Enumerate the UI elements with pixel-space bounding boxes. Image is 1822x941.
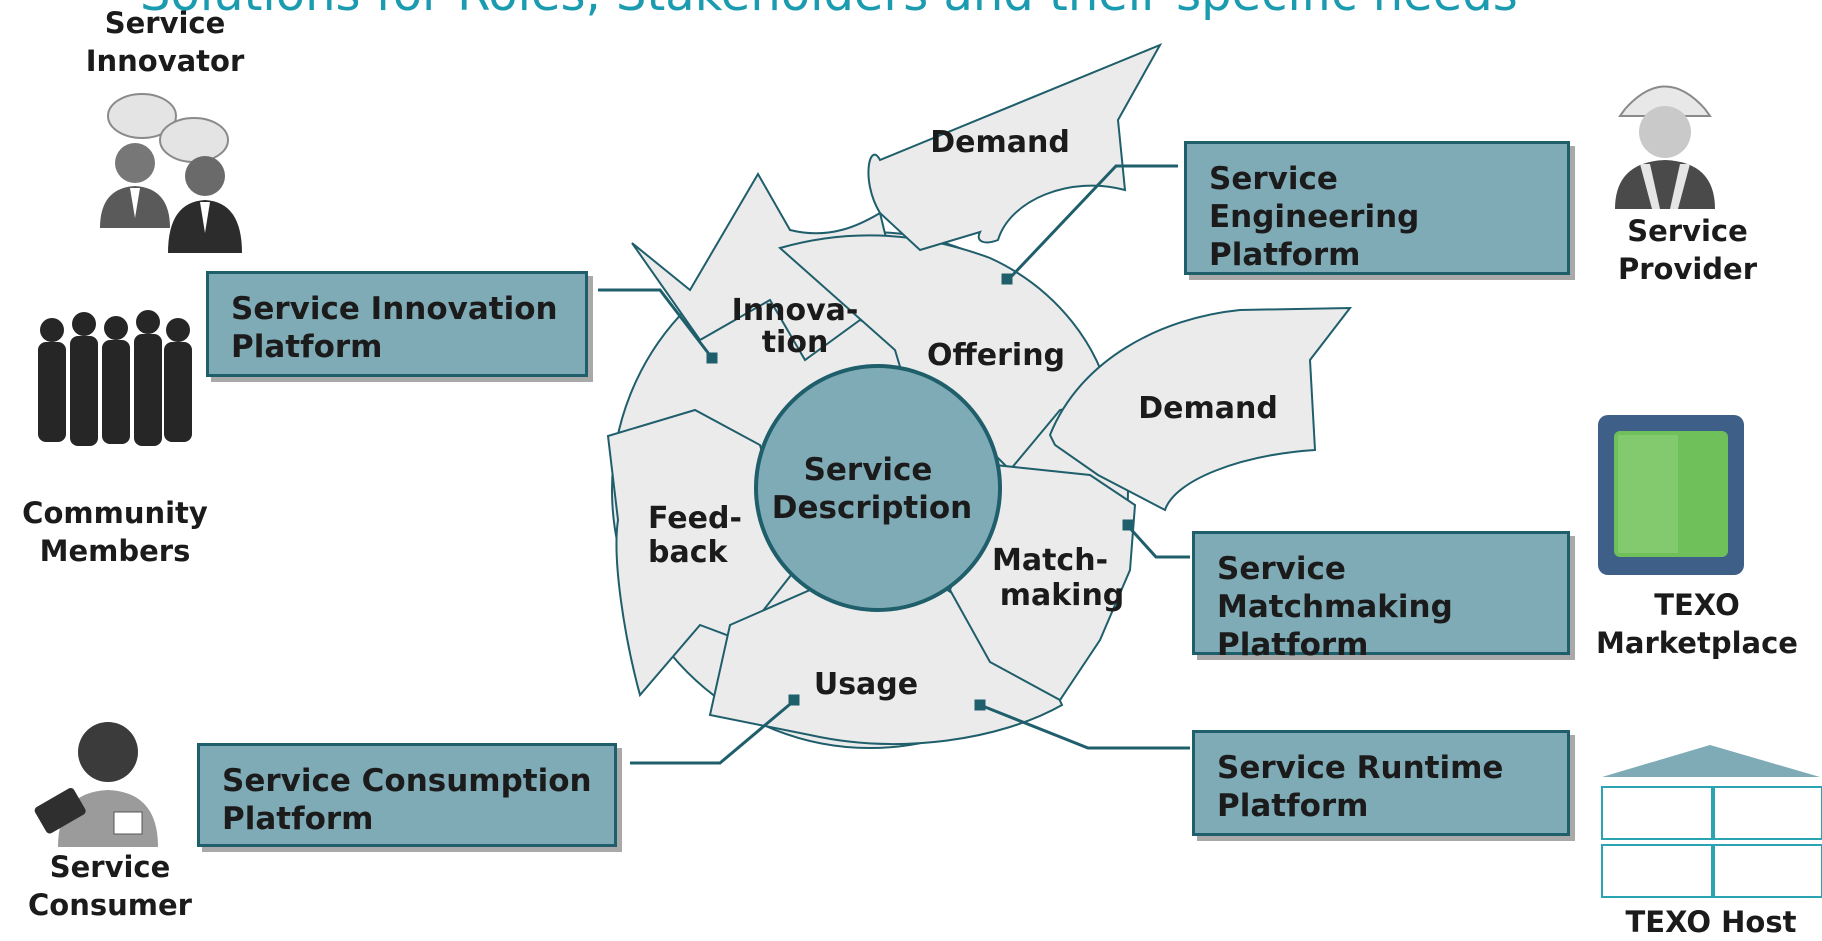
connector-engineering — [1006, 164, 1178, 282]
role-service-provider: Service Provider — [1617, 214, 1758, 286]
role-service-consumer: Service Consumer — [28, 850, 192, 922]
demand-top-label: Demand — [930, 125, 1070, 160]
role-texo-host: TEXO Host — [1625, 905, 1797, 939]
service-consumption-platform-box[interactable]: Service Consumption Platform — [197, 743, 617, 847]
connector-runtime — [979, 703, 1190, 750]
feedback-label-line2: back — [648, 535, 729, 570]
worker-hardhat-icon — [1615, 85, 1715, 209]
service-matchmaking-platform-box[interactable]: Service Matchmaking Platform — [1192, 531, 1570, 663]
page-title: Solutions for Roles, Stakeholders and th… — [140, 0, 1518, 22]
demand-right-label: Demand — [1138, 391, 1278, 426]
service-description-circle — [754, 364, 1002, 612]
role-service-innovator: Service Innovator — [85, 6, 245, 78]
connector-consumption — [630, 698, 796, 765]
connector-matchmaking — [1126, 524, 1190, 559]
two-businessmen-speech-bubbles-icon — [100, 93, 242, 253]
service-runtime-platform-box[interactable]: Service Runtime Platform — [1192, 730, 1570, 836]
center-label-line2: Description — [772, 490, 973, 526]
feedback-label-line1: Feed- — [648, 501, 742, 536]
center-label-line1: Service — [804, 452, 933, 488]
green-button-icon — [1598, 415, 1744, 575]
offering-label: Offering — [927, 338, 1065, 373]
connector-consumption-dot — [788, 694, 800, 706]
connector-innovation — [598, 288, 714, 359]
usage-label: Usage — [814, 667, 918, 702]
connector-engineering-dot — [1001, 273, 1013, 285]
role-texo-marketplace: TEXO Marketplace — [1596, 588, 1798, 660]
connector-runtime-dot — [974, 699, 986, 711]
role-community-members: Community Members — [22, 496, 208, 568]
connector-lines — [598, 164, 1190, 765]
innovation-label-line1: Innova- — [732, 293, 859, 328]
matchmaking-label-line2: making — [1000, 578, 1125, 613]
connector-innovation-dot — [706, 352, 718, 364]
crowd-silhouette-icon — [38, 310, 192, 446]
matchmaking-label-line1: Match- — [992, 543, 1108, 578]
service-engineering-platform-box[interactable]: Service Engineering Platform — [1184, 141, 1570, 275]
demand-top-arrow-shape — [867, 42, 1163, 252]
connector-matchmaking-dot — [1122, 519, 1134, 531]
service-innovation-platform-box[interactable]: Service Innovation Platform — [206, 271, 588, 377]
demand-right-arrow-shape — [1048, 306, 1353, 512]
house-grid-icon — [1601, 745, 1822, 898]
innovation-label-line2: tion — [762, 325, 829, 360]
innovation-arrow-shape — [631, 172, 914, 362]
consumer-person-icon — [34, 722, 158, 847]
